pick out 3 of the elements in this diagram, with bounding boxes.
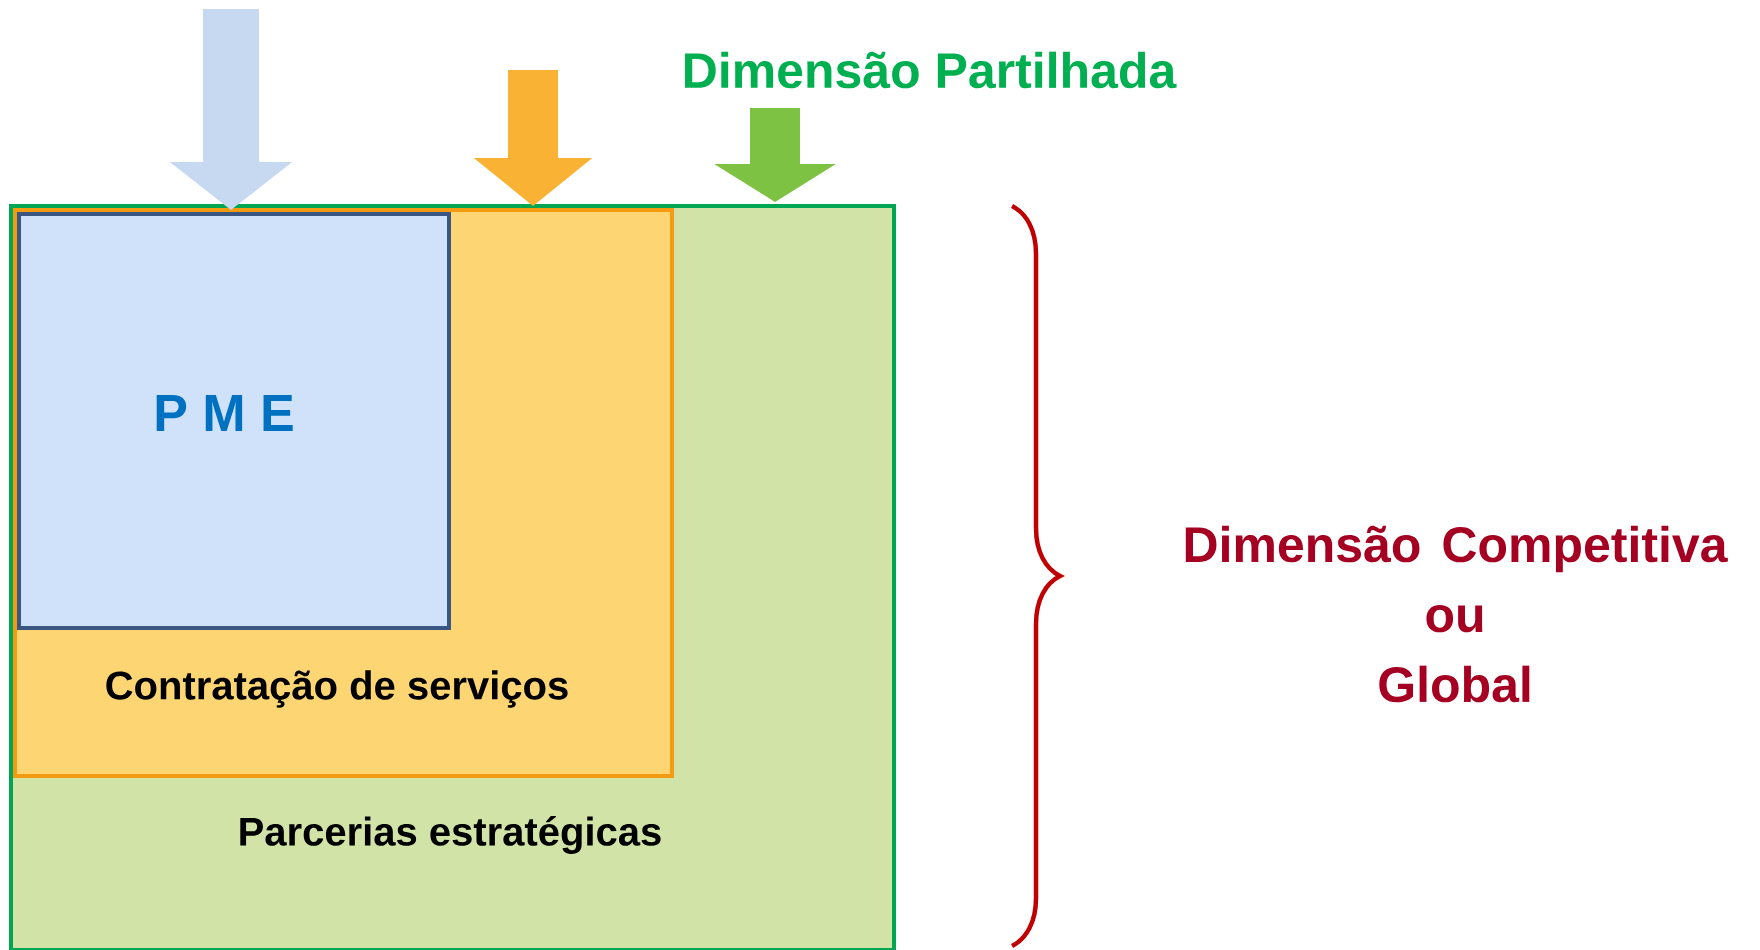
box: P M E bbox=[17, 212, 451, 630]
heading: Dimensão Partilhada bbox=[685, 51, 1177, 89]
side-label: Dimensão Competitiva ou Global bbox=[1185, 525, 1728, 703]
